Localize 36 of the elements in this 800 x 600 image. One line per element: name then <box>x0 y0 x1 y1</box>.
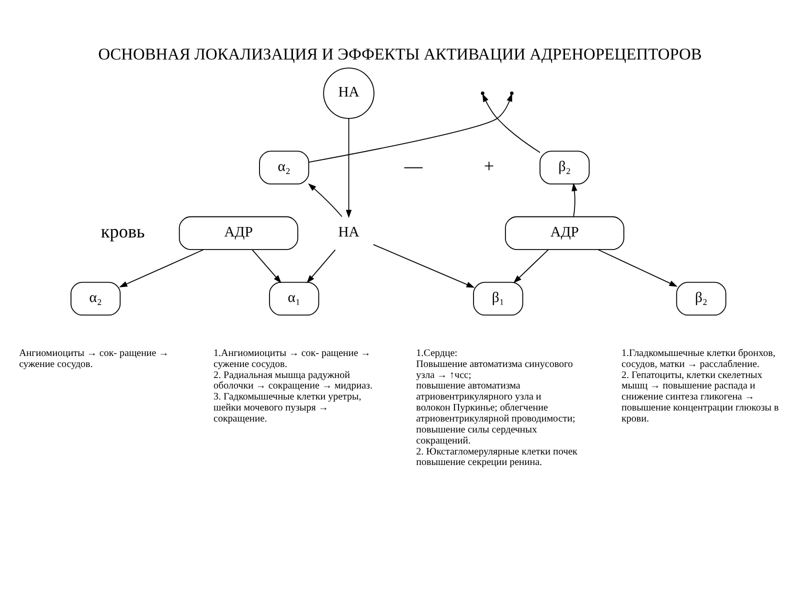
label: + <box>484 156 494 176</box>
node-circle: НА <box>323 68 374 119</box>
node-label: 1.Сердце: <box>416 348 458 359</box>
arrow <box>482 94 540 153</box>
arrow <box>372 244 475 288</box>
node-box: β₂ <box>540 150 590 184</box>
arrow <box>572 182 578 218</box>
node-label: Ангиомиоциты → сок- ращение → сужение сосудов. <box>19 348 169 370</box>
node-box: α₂ <box>259 150 310 184</box>
node-label: 2. Юкстагломерулярные клетки почек повышение секреции ренина. <box>416 446 578 468</box>
arrow <box>306 249 336 284</box>
node-label: 3. Гадкомышечные клетки уретры, шейки мочевого пузыря → сокращение. <box>214 392 362 424</box>
node-box: АДР <box>504 216 624 250</box>
label: кровь <box>100 222 145 242</box>
label: — <box>404 156 423 176</box>
arrow <box>308 93 512 163</box>
node-box: α₁ <box>269 282 320 316</box>
node-box: β₂ <box>676 282 726 316</box>
node-label: Повышение автоматизма синусового узла → ↑чсс; <box>416 358 573 381</box>
diagram-title: ОСНОВНАЯ ЛОКАЛИЗАЦИЯ И ЭФФЕКТЫ АКТИВАЦИИ АДРЕНОРЕЦЕПТОРОВ <box>98 44 702 64</box>
node-label: 1.Гладкомышечные клетки бронхов, сосудов, матки → расслабление. <box>622 348 776 370</box>
node-label: повышение силы сердечных сокращений. <box>416 424 537 446</box>
node-label: 1.Ангиомиоциты → сок- ращение → сужение сосудов. <box>214 348 371 370</box>
node-label: 2. Радиальная мышца радужной оболочки → сокращение → мидриаз. <box>214 370 372 392</box>
arrow <box>346 118 352 218</box>
node-box: α₂ <box>70 282 121 316</box>
arrow <box>308 183 342 218</box>
arrow <box>598 249 678 287</box>
node-text: НА <box>338 224 360 241</box>
arrow <box>119 249 204 288</box>
node-label: 2. Гепатоциты, клетки скелетных мышц → повышение распада и снижение синтеза гликогена → повышение концентрации глюкозы в крови. <box>622 370 779 424</box>
arrow <box>513 249 549 284</box>
node-box: АДР <box>178 216 298 250</box>
node-box: β₁ <box>473 282 524 316</box>
node-label: повышение автоматизма атриовентрикулярного узла и волокон Пуркинье; облегчение атриовентрикулярной проводимости; <box>416 380 576 424</box>
arrow <box>252 249 282 284</box>
